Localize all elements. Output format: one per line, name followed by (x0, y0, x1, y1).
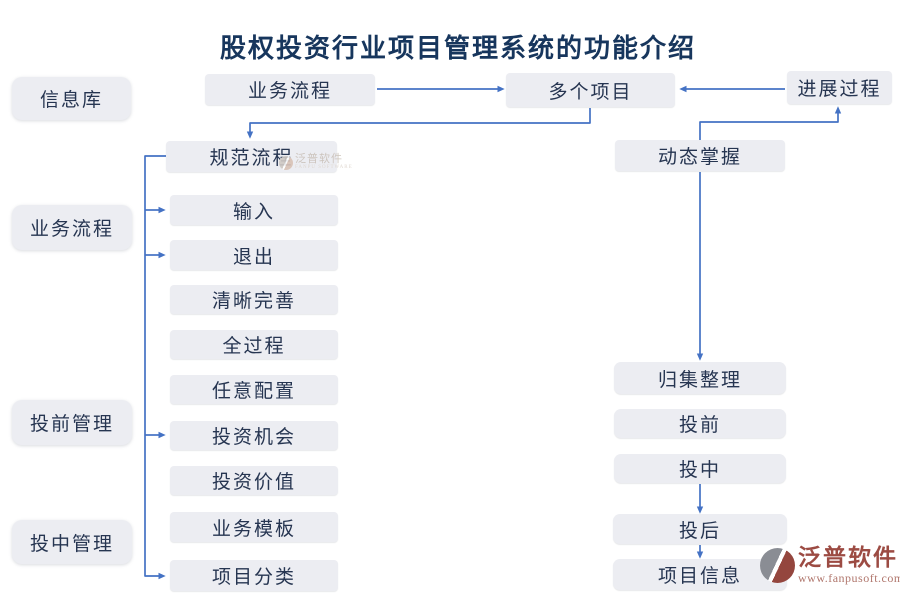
node-standard-process: 规范流程 (166, 141, 337, 172)
node-input: 输入 (170, 195, 338, 225)
node-mid-investment: 投中 (614, 454, 786, 483)
node-investment-value: 投资价值 (170, 466, 338, 495)
node-exit: 退出 (170, 240, 338, 270)
trunk-line-left (144, 155, 166, 580)
arrow-dynamic-to-progress (699, 106, 842, 140)
watermark-logo-icon (279, 156, 293, 170)
node-collect-organize: 归集整理 (614, 362, 786, 394)
node-pre-investment-mgmt: 投前管理 (12, 400, 132, 445)
node-project-info: 项目信息 (613, 559, 787, 590)
node-dynamic-grasp: 动态掌握 (615, 140, 785, 171)
node-project-category: 项目分类 (170, 560, 338, 591)
node-investment-opportunity: 投资机会 (170, 421, 338, 450)
brand-logo-icon (760, 548, 795, 583)
node-business-process-top: 业务流程 (205, 74, 375, 105)
node-whole-process: 全过程 (170, 330, 338, 359)
arrow-projects-to-standardprocess (246, 108, 591, 139)
watermark-subtext: FANPU SOFTWARE (295, 165, 353, 170)
brand-url: www.fanpusoft.com (798, 571, 900, 585)
node-any-config: 任意配置 (170, 375, 338, 404)
node-mid-investment-mgmt: 投中管理 (12, 520, 132, 564)
node-pre-investment: 投前 (614, 409, 786, 438)
brand-logo: 泛普软件 www.fanpusoft.com (760, 545, 900, 585)
node-multiple-projects: 多个项目 (506, 73, 675, 107)
node-business-template: 业务模板 (170, 512, 338, 542)
page-title: 股权投资行业项目管理系统的功能介绍 (219, 34, 696, 63)
watermark: 泛普软件 FANPU SOFTWARE (279, 153, 353, 171)
node-info-library: 信息库 (12, 77, 131, 120)
node-progress-process: 进展过程 (787, 71, 892, 104)
node-post-investment: 投后 (613, 514, 787, 544)
watermark-text: 泛普软件 (295, 153, 343, 165)
node-clear-complete: 清晰完善 (170, 285, 338, 314)
node-business-process-left: 业务流程 (12, 205, 132, 250)
brand-name: 泛普软件 (798, 545, 898, 570)
